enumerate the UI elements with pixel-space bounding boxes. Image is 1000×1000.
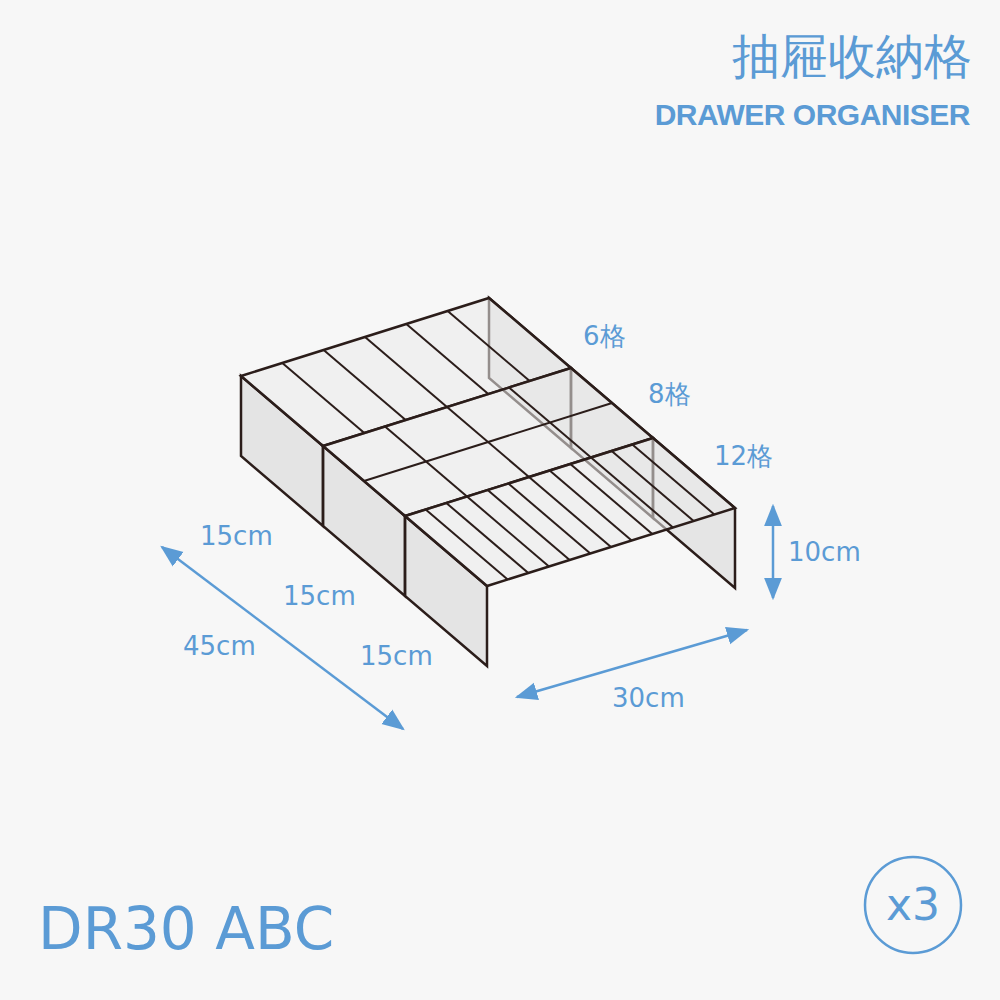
- quantity-text: x3: [886, 883, 940, 927]
- dimension-label: 15cm: [200, 522, 273, 551]
- compartment-count: 12格: [714, 442, 773, 471]
- badge-outline: [865, 857, 961, 953]
- compartment-count: 6格: [583, 322, 626, 351]
- organiser: [405, 438, 735, 666]
- compartment-count: 8格: [648, 380, 691, 409]
- divider: [448, 311, 530, 381]
- dimension-label: 30cm: [612, 684, 685, 713]
- organiser-drawing: [241, 298, 735, 666]
- divider: [632, 445, 714, 515]
- dimension-label: 10cm: [788, 538, 861, 567]
- dimension-label: 15cm: [283, 582, 356, 611]
- dimension-arrow: [162, 547, 403, 729]
- subtitle: DRAWER ORGANISER: [655, 98, 970, 131]
- model-number: DR30 ABC: [38, 898, 334, 962]
- quantity-badge: x3: [863, 855, 963, 955]
- dimension-label: 45cm: [183, 632, 256, 661]
- title: 抽屜收納格: [732, 30, 972, 83]
- top-plate: [405, 438, 735, 586]
- dimension-label: 15cm: [360, 642, 433, 671]
- dimension-arrow: [772, 506, 775, 598]
